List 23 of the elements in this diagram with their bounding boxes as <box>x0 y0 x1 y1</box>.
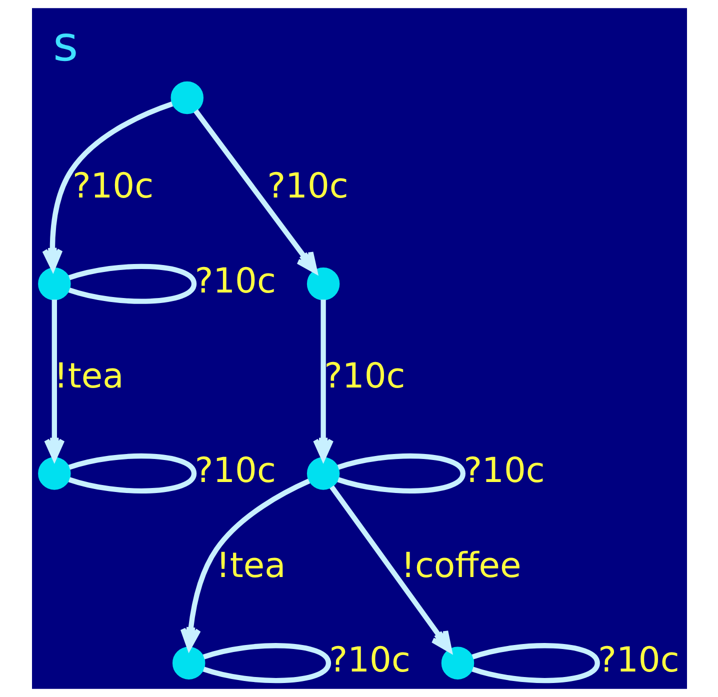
arrow <box>193 109 317 274</box>
node-circle <box>306 267 340 300</box>
arrow <box>329 485 452 652</box>
connector <box>68 453 196 494</box>
node-circle <box>38 457 70 490</box>
edge-label: !tea <box>54 356 124 396</box>
edge-label: ?10c <box>266 166 348 207</box>
node-circle <box>38 267 70 300</box>
edge-label: ?10c <box>463 451 544 492</box>
edge-label: ?10c <box>324 356 405 396</box>
node-circle <box>170 81 203 114</box>
edge-label: ?10c <box>194 451 276 492</box>
node-circle <box>440 646 474 680</box>
edge-label: !coffee <box>400 546 521 586</box>
edge-label: ?10c <box>598 640 679 681</box>
edge-label: ?10c <box>194 261 276 302</box>
edge-label: !tea <box>216 546 286 586</box>
diagram-title: s <box>52 16 78 72</box>
node-circle <box>172 646 205 680</box>
edge-label: ?10c <box>328 640 410 681</box>
node-circle <box>306 457 340 490</box>
connector <box>336 453 465 494</box>
connector <box>68 264 196 304</box>
